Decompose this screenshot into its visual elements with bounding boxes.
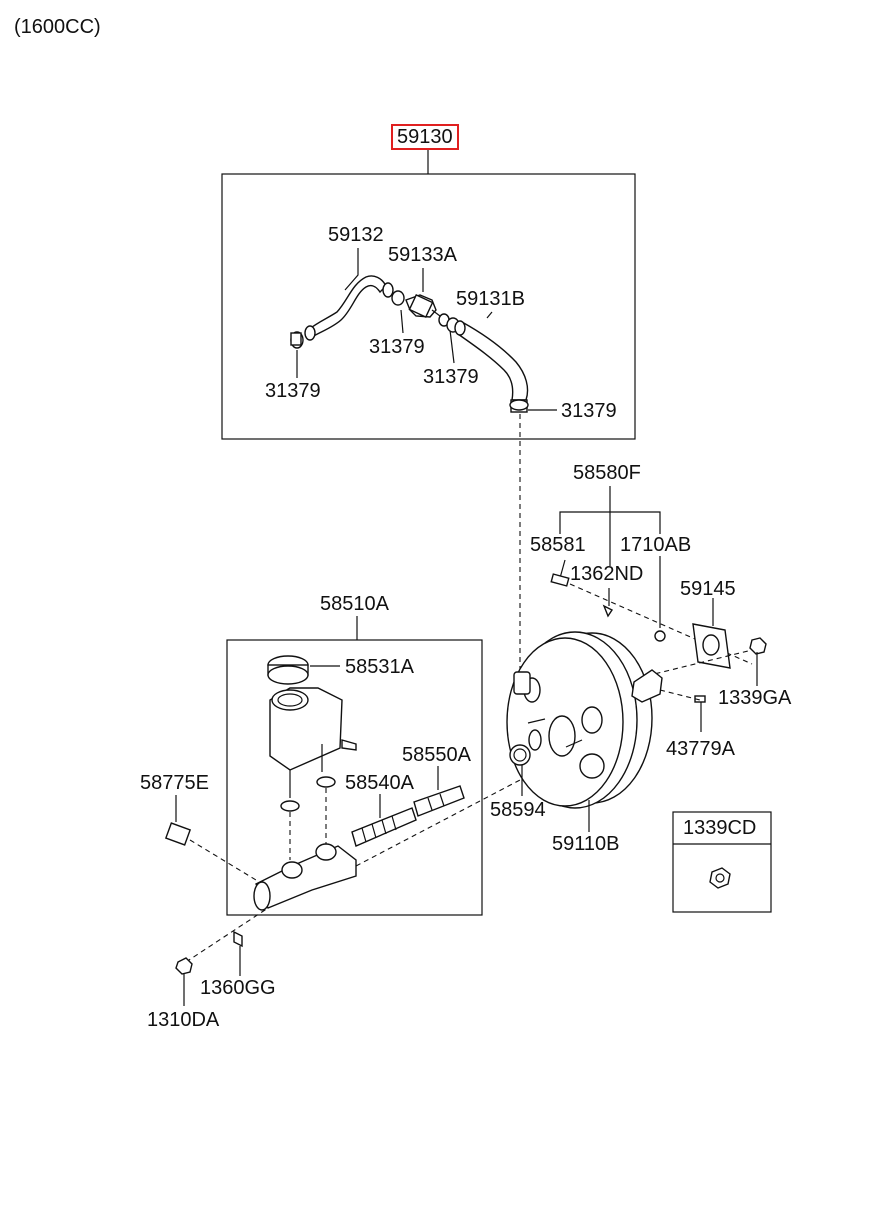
part-label-58540A[interactable]: 58540A: [345, 772, 414, 794]
bottom-fasteners: [175, 907, 269, 1006]
brake-booster-59110B: [506, 631, 663, 832]
part-label-43779A[interactable]: 43779A: [666, 738, 735, 760]
part-label-58581[interactable]: 58581: [530, 534, 586, 556]
sensor-58775E: [164, 795, 257, 881]
part-label-59110B[interactable]: 59110B: [552, 833, 620, 855]
part-label-1339GA[interactable]: 1339GA: [718, 687, 792, 709]
clevis-pin: [550, 573, 570, 587]
engine-label: (1600CC): [14, 16, 101, 38]
piston-58550A: [413, 785, 465, 817]
hose-59131B: [457, 320, 529, 401]
cylinder-body: [255, 845, 357, 909]
part-label-58550A[interactable]: 58550A: [402, 744, 471, 766]
part-box-1339CD: [672, 811, 772, 913]
part-label-1710AB[interactable]: 1710AB: [620, 534, 692, 556]
part-label-58531A[interactable]: 58531A: [345, 656, 414, 678]
master-cylinder-group: [226, 616, 483, 916]
part-label-58510A[interactable]: 58510A: [320, 593, 389, 615]
part-label-58594[interactable]: 58594: [490, 799, 546, 821]
clevis-kit-group: [550, 486, 767, 732]
part-label-58775E[interactable]: 58775E: [140, 772, 209, 794]
part-label-1310DA[interactable]: 1310DA: [147, 1009, 220, 1031]
hex-nut-icon: [709, 867, 731, 889]
part-code-59130[interactable]: 59130: [391, 124, 459, 150]
hose-59132: [307, 275, 387, 338]
part-label-31379-c[interactable]: 31379: [265, 380, 321, 402]
o-ring-58594: [509, 744, 531, 766]
part-label-58580F[interactable]: 58580F: [573, 462, 641, 484]
part-label-31379-a[interactable]: 31379: [369, 336, 425, 358]
part-label-59145[interactable]: 59145: [680, 578, 736, 600]
vacuum-hose-assembly-group: [221, 150, 636, 440]
part-label-1362ND[interactable]: 1362ND: [570, 563, 644, 585]
part-label-31379-d[interactable]: 31379: [561, 400, 617, 422]
part-label-59133A[interactable]: 59133A: [388, 244, 457, 266]
part-label-59132[interactable]: 59132: [328, 224, 384, 246]
part-label-31379-b[interactable]: 31379: [423, 366, 479, 388]
part-label-1360GG[interactable]: 1360GG: [200, 977, 276, 999]
part-label-1339CD[interactable]: 1339CD: [683, 817, 757, 839]
part-label-59131B[interactable]: 59131B: [456, 288, 525, 310]
